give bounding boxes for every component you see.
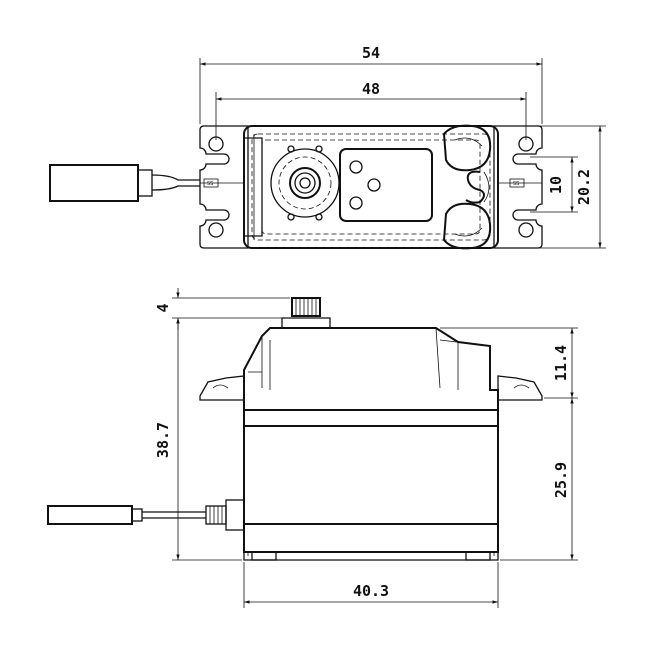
top-case bbox=[243, 125, 499, 249]
screw bbox=[287, 213, 295, 221]
dim-body-width: 40.3 bbox=[353, 582, 389, 600]
top-case-inner-2 bbox=[261, 139, 481, 235]
middle-case bbox=[243, 425, 499, 525]
window-dot bbox=[349, 160, 363, 174]
dim-hole-spacing: 48 bbox=[362, 80, 380, 98]
connector-neck bbox=[137, 169, 153, 197]
top-view: SS SS bbox=[49, 124, 543, 250]
top-case-inner bbox=[251, 133, 491, 241]
left-rib bbox=[244, 137, 263, 237]
foot bbox=[251, 551, 277, 561]
wire bbox=[151, 174, 200, 181]
dim-slot-spacing: 10 bbox=[547, 176, 565, 194]
front-view bbox=[47, 297, 543, 561]
right-ear bbox=[497, 375, 543, 401]
screw bbox=[287, 145, 295, 153]
bottom-bump bbox=[442, 202, 492, 250]
output-gear-outer bbox=[270, 148, 340, 218]
mount-hole bbox=[208, 222, 224, 238]
band-1 bbox=[243, 409, 499, 427]
top-bump bbox=[442, 124, 492, 172]
svg-text:SS: SS bbox=[513, 181, 519, 187]
dimensions: 54 48 10 20.2 4 38.7 11.4 25.9 40.3 bbox=[154, 44, 606, 608]
output-center bbox=[299, 177, 311, 189]
top-flange-plate bbox=[199, 125, 249, 249]
top-connector bbox=[49, 164, 139, 202]
wire bbox=[151, 185, 200, 191]
dim-total-height: 38.7 bbox=[154, 422, 172, 458]
svg-text:SS: SS bbox=[207, 181, 213, 187]
dim-top-to-flange: 11.4 bbox=[552, 345, 570, 381]
strain-relief bbox=[205, 505, 227, 525]
output-spline bbox=[289, 167, 321, 199]
bottom-case bbox=[243, 523, 499, 553]
spline-top bbox=[291, 297, 321, 317]
dim-overall-width: 54 bbox=[362, 44, 380, 62]
brand-logo bbox=[465, 170, 485, 204]
dim-flange-to-bottom: 25.9 bbox=[552, 462, 570, 498]
mount-hole bbox=[518, 222, 534, 238]
dim-body-depth: 20.2 bbox=[575, 169, 593, 205]
window-dot bbox=[349, 196, 363, 210]
top-flange-plate-right bbox=[493, 125, 543, 249]
label-window bbox=[339, 148, 433, 222]
spline-base bbox=[281, 317, 331, 328]
left-ear bbox=[199, 375, 245, 401]
screw bbox=[315, 213, 323, 221]
window-dot bbox=[367, 178, 381, 192]
front-connector bbox=[47, 505, 133, 525]
front-wire bbox=[142, 511, 206, 519]
output-spline-inner bbox=[294, 172, 316, 194]
screw bbox=[315, 145, 323, 153]
foot bbox=[465, 551, 491, 561]
wire-grommet bbox=[225, 499, 245, 531]
output-gear-mid bbox=[278, 156, 332, 210]
upper-body bbox=[243, 327, 499, 411]
dim-spline-height: 4 bbox=[154, 303, 172, 312]
